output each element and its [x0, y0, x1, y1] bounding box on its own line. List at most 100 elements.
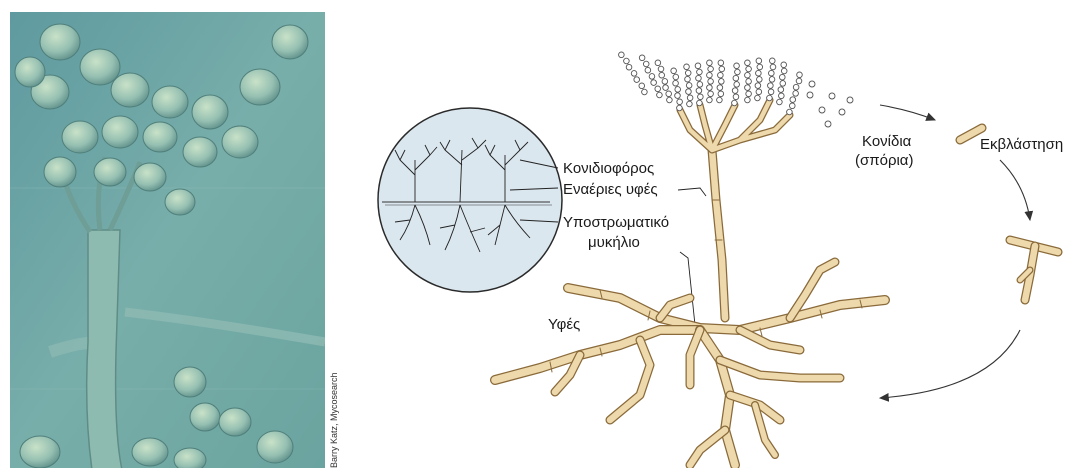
spore — [685, 70, 691, 76]
spore — [757, 64, 763, 70]
spore — [675, 87, 681, 93]
spore — [658, 66, 664, 72]
spore — [781, 68, 787, 74]
spore — [657, 92, 663, 98]
spore — [666, 91, 672, 97]
spore — [697, 82, 703, 88]
spore — [639, 83, 645, 89]
spore — [735, 69, 741, 75]
spore — [707, 72, 713, 78]
spore — [659, 72, 665, 78]
spore — [686, 83, 692, 89]
spore — [796, 78, 802, 84]
spore — [707, 60, 713, 66]
spore — [677, 105, 683, 111]
spore — [779, 74, 785, 80]
spore — [733, 94, 739, 100]
spore — [696, 75, 702, 81]
mycelium — [495, 100, 885, 465]
spore — [756, 89, 762, 95]
spore — [619, 52, 625, 58]
spore — [718, 60, 724, 66]
label-substrate-mycelium-1: Υποστρωματικό — [563, 214, 669, 232]
spore — [684, 64, 690, 70]
spore — [732, 100, 738, 106]
spore — [662, 79, 668, 85]
spore — [663, 85, 669, 91]
spore — [768, 83, 774, 89]
spore — [732, 88, 738, 94]
spore — [756, 58, 762, 64]
spore — [671, 68, 677, 74]
spore — [719, 79, 725, 85]
germinating-spore — [960, 128, 982, 140]
spore — [746, 79, 752, 85]
spore — [778, 87, 784, 93]
spore — [787, 109, 793, 115]
spore — [624, 58, 630, 64]
spore — [793, 84, 799, 90]
spore — [718, 72, 724, 78]
spore — [756, 70, 762, 76]
spore — [645, 67, 651, 73]
label-conidiophore: Κονιδιοφόρος — [563, 160, 654, 178]
spore — [734, 82, 740, 88]
spore — [698, 94, 704, 100]
spore — [651, 80, 657, 86]
young-mycelium — [1010, 240, 1058, 300]
spore — [643, 61, 649, 67]
spore — [793, 91, 799, 97]
spore — [685, 76, 691, 82]
spore — [781, 62, 787, 68]
spore — [779, 93, 785, 99]
spore — [675, 93, 681, 99]
spore — [769, 58, 775, 64]
spore — [769, 70, 775, 76]
spore — [673, 74, 679, 80]
spore — [634, 77, 640, 83]
spore — [686, 89, 692, 95]
spore — [777, 99, 783, 105]
spore — [677, 99, 683, 105]
inset-colony — [378, 108, 562, 292]
spore — [767, 95, 773, 101]
spore — [734, 63, 740, 69]
spore — [626, 64, 632, 70]
spore — [746, 91, 752, 97]
spore-chains — [619, 52, 803, 115]
spore — [717, 97, 723, 103]
spore — [667, 97, 673, 103]
spore — [707, 97, 713, 103]
spore — [649, 74, 655, 80]
spore — [745, 85, 751, 91]
spore — [718, 91, 724, 97]
spore — [717, 85, 723, 91]
spore — [708, 91, 714, 97]
label-germination: Εκβλάστηση — [980, 136, 1063, 154]
spore — [790, 97, 796, 103]
spore — [745, 97, 751, 103]
spore — [755, 95, 761, 101]
spore — [687, 95, 693, 101]
spore — [797, 72, 803, 78]
spore — [631, 71, 637, 77]
spore — [745, 60, 751, 66]
spore — [642, 89, 648, 95]
label-conidia-1: Κονίδια — [862, 133, 911, 151]
label-hyphae: Υφές — [548, 316, 580, 334]
spore — [695, 63, 701, 69]
spore — [655, 60, 661, 66]
label-substrate-mycelium-2: μυκήλιο — [588, 234, 640, 252]
spore — [745, 72, 751, 78]
spore — [655, 86, 661, 92]
spore — [789, 103, 795, 109]
spore — [768, 89, 774, 95]
spore — [639, 55, 645, 61]
spore — [707, 85, 713, 91]
spore — [770, 64, 776, 70]
label-aerial-hyphae: Εναέριες υφές — [563, 181, 658, 199]
spore — [780, 81, 786, 87]
spore — [708, 66, 714, 72]
